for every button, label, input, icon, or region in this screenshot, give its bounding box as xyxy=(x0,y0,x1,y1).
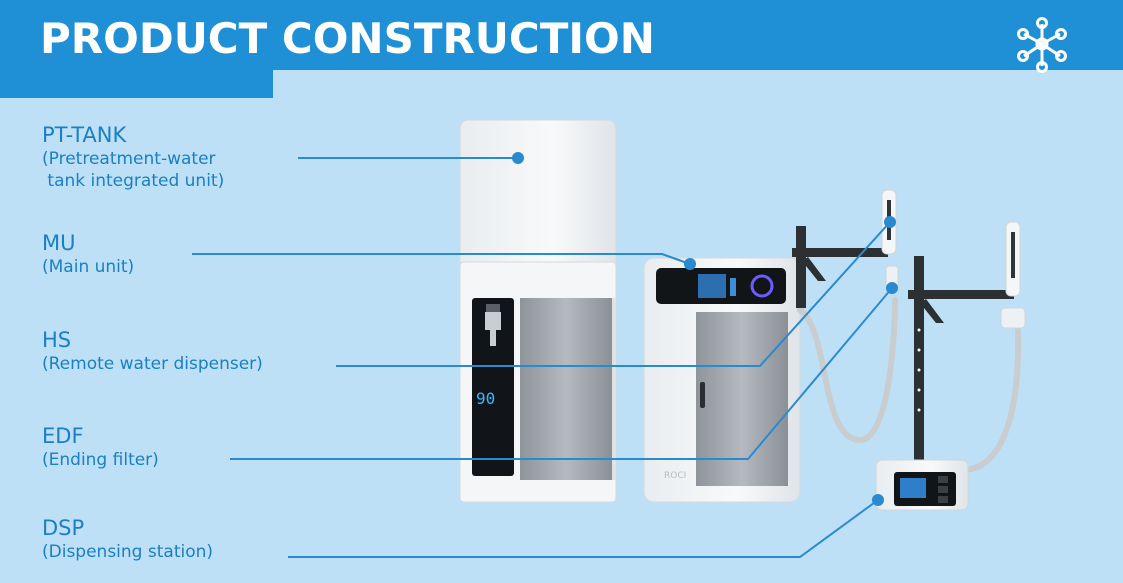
pt-tank-unit: 90 xyxy=(459,119,617,503)
component-name: HS xyxy=(42,328,72,352)
leader-line-dsp xyxy=(288,499,879,558)
component-name: MU xyxy=(42,231,76,255)
component-desc: (Main unit) xyxy=(42,257,135,277)
leader-dot-hs xyxy=(884,216,896,228)
main-unit: ROCI xyxy=(643,257,801,503)
remote-dispenser-2 xyxy=(908,221,1026,468)
leader-dot-pt-tank xyxy=(512,152,524,164)
label-mu: MU (Main unit) xyxy=(42,230,134,278)
hose xyxy=(797,297,1022,473)
component-desc: (Pretreatment-water xyxy=(42,149,216,169)
component-name: DSP xyxy=(42,516,85,540)
leader-lines xyxy=(192,157,893,558)
banner-tab xyxy=(0,0,273,98)
component-desc: (Dispensing station) xyxy=(42,542,214,562)
molecule-network-icon xyxy=(1017,17,1067,73)
display-reading: 90 xyxy=(476,389,495,408)
component-desc: (Remote water dispenser) xyxy=(42,354,263,374)
label-dsp: DSP (Dispensing station) xyxy=(42,515,213,563)
brand-mark: ROCI xyxy=(664,471,686,481)
component-desc: (Ending filter) xyxy=(42,450,159,470)
leader-dot-mu xyxy=(684,258,696,270)
leader-line-mu xyxy=(192,253,691,265)
component-desc: tank integrated unit) xyxy=(42,171,225,191)
label-pt-tank: PT-TANK (Pretreatment-water tank integra… xyxy=(42,122,224,192)
leader-dot-dsp xyxy=(872,494,884,506)
leader-dots xyxy=(512,152,898,506)
remote-dispenser-1 xyxy=(792,189,899,308)
banner-underline xyxy=(273,66,1123,70)
leader-line-hs xyxy=(336,221,891,367)
dispensing-station xyxy=(875,459,969,511)
label-edf: EDF (Ending filter) xyxy=(42,423,159,471)
leader-dot-edf xyxy=(886,282,898,294)
header-banner: PRODUCT CONSTRUCTION xyxy=(0,0,1123,100)
component-name: PT-TANK xyxy=(42,123,127,147)
component-name: EDF xyxy=(42,424,84,448)
page-title: PRODUCT CONSTRUCTION xyxy=(40,14,655,63)
label-hs: HS (Remote water dispenser) xyxy=(42,327,263,375)
leader-line-edf xyxy=(230,287,893,460)
